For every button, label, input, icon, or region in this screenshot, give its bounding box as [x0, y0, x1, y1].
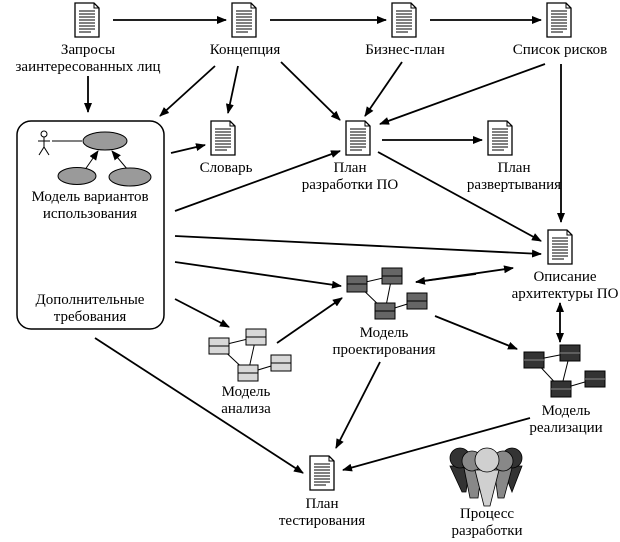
vision-label: Концепция [210, 42, 280, 59]
implementation-model-label: Модель реализации [529, 403, 602, 437]
stakeholder-requests-line2: заинтересованных лиц [15, 59, 161, 75]
implementation-model-icon [523, 344, 606, 398]
risk-list-label: Список рисков [513, 42, 608, 59]
arrow-use-case-to-architecture [174, 235, 542, 258]
use-case-diagram-icon [38, 130, 152, 187]
glossary-document-icon [210, 120, 236, 156]
arrow-implementation-to-test-plan [342, 417, 531, 472]
business-case-document-icon [391, 2, 417, 38]
use-case-model-line1: Модель вариантов [31, 189, 149, 205]
test-plan-label: План тестирования [279, 496, 365, 530]
risk-list-line1: Список рисков [512, 42, 608, 58]
design-model-line1: Модель [359, 325, 409, 341]
test-plan-document-icon [309, 455, 335, 491]
stakeholder-requests-line1: Запросы [60, 42, 116, 58]
design-model-line2: проектирования [332, 342, 436, 358]
architecture-line1: Описание [533, 269, 597, 285]
risk-list-document-icon [546, 2, 572, 38]
dev-plan-document-icon [345, 120, 371, 156]
arrow-use-case-to-glossary [170, 143, 206, 154]
glossary-label: Словарь [200, 160, 253, 177]
analysis-model-label: Модель анализа [221, 384, 271, 418]
architecture-label: Описание архитектуры ПО [512, 269, 619, 303]
use-case-model-line2: использования [42, 206, 138, 222]
arrow-use-case-to-test-plan [94, 337, 304, 474]
arrow-design-to-architecture [415, 265, 514, 283]
dev-plan-line1: План [333, 160, 367, 176]
supplementary-line2: требования [53, 309, 127, 325]
analysis-model-line2: анализа [221, 401, 271, 417]
process-label: Процесс разработки [451, 506, 522, 540]
supplementary-line1: Дополнительные [35, 292, 145, 308]
deploy-plan-line1: План [497, 160, 531, 176]
implementation-model-line2: реализации [529, 420, 603, 436]
test-plan-line1: План [305, 496, 339, 512]
dev-plan-line2: разработки ПО [301, 177, 399, 193]
deploy-plan-line2: развертывания [466, 177, 562, 193]
dev-plan-label: План разработки ПО [302, 160, 398, 194]
arrow-dev-plan-to-architecture [377, 151, 542, 242]
business-case-label: Бизнес-план [365, 42, 444, 59]
architecture-document-icon [547, 229, 573, 265]
arrow-business-to-dev-plan [364, 61, 403, 117]
architecture-line2: архитектуры ПО [511, 286, 619, 302]
implementation-model-line1: Модель [541, 403, 591, 419]
arrow-use-case-to-analysis [174, 298, 230, 328]
process-line1: Процесс [459, 506, 515, 522]
arrow-vision-to-dev-plan [280, 61, 341, 121]
business-case-line1: Бизнес-план [365, 42, 445, 58]
deploy-plan-document-icon [487, 120, 513, 156]
vision-document-icon [231, 2, 257, 38]
test-plan-line2: тестирования [278, 513, 366, 529]
design-model-label: Модель проектирования [332, 325, 435, 359]
process-line2: разработки [451, 523, 523, 539]
arrow-use-case-to-design [174, 261, 342, 289]
deploy-plan-label: План развертывания [467, 160, 561, 194]
stakeholder-requests-label: Запросы заинтересованных лиц [15, 42, 160, 76]
relationship-arrows [84, 16, 565, 474]
glossary-line1: Словарь [199, 160, 253, 176]
arrow-analysis-to-design [276, 297, 343, 344]
design-model-icon [346, 267, 428, 320]
analysis-model-icon [208, 328, 292, 382]
arrow-design-to-implementation [434, 315, 518, 350]
supplementary-label: Дополнительные требования [36, 292, 145, 326]
arrow-design-to-test-plan [335, 361, 381, 449]
arrow-use-case-to-dev-plan [174, 150, 341, 212]
analysis-model-line1: Модель [221, 384, 271, 400]
arrow-vision-to-glossary [225, 65, 239, 114]
arrow-vision-to-use-case [159, 65, 216, 117]
arrow-risks-to-dev-plan [379, 63, 546, 125]
stakeholder-requests-document-icon [74, 2, 100, 38]
use-case-model-label: Модель вариантов использования [31, 189, 148, 223]
process-workers-icon [449, 447, 523, 507]
vision-line1: Концепция [209, 42, 281, 58]
